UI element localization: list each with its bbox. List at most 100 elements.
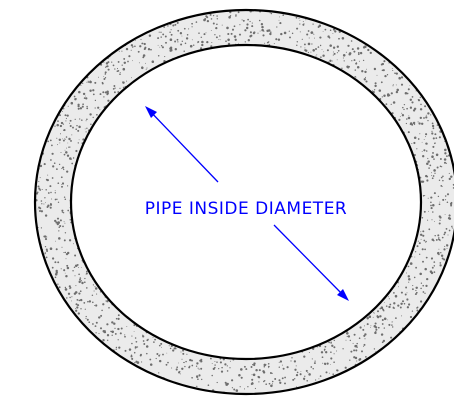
concrete-speckle <box>199 359 202 362</box>
concrete-speckle <box>188 28 190 30</box>
concrete-speckle <box>111 61 113 63</box>
concrete-speckle <box>390 103 392 105</box>
concrete-speckle <box>86 81 88 83</box>
concrete-speckle <box>61 183 63 185</box>
concrete-speckle <box>46 250 49 252</box>
concrete-speckle <box>231 28 235 31</box>
concrete-speckle <box>425 240 427 243</box>
concrete-speckle <box>407 116 411 120</box>
concrete-speckle <box>147 338 149 341</box>
concrete-speckle <box>165 41 167 44</box>
concrete-speckle <box>74 98 77 101</box>
concrete-speckle <box>96 293 98 295</box>
concrete-speckle <box>69 146 71 148</box>
concrete-speckle <box>306 380 308 382</box>
concrete-speckle <box>118 346 121 349</box>
concrete-speckle <box>122 86 125 89</box>
concrete-speckle <box>419 96 421 99</box>
concrete-speckle <box>77 312 80 315</box>
concrete-speckle <box>176 21 179 24</box>
concrete-speckle <box>278 19 280 21</box>
concrete-speckle <box>407 88 410 91</box>
concrete-speckle <box>438 253 440 256</box>
concrete-speckle <box>69 219 72 221</box>
concrete-speckle <box>163 26 166 28</box>
concrete-speckle <box>359 326 362 329</box>
concrete-speckle <box>341 37 345 40</box>
concrete-speckle <box>45 256 48 259</box>
concrete-speckle <box>296 27 299 30</box>
concrete-speckle <box>79 107 83 110</box>
concrete-speckle <box>249 20 251 23</box>
concrete-speckle <box>431 175 433 177</box>
concrete-speckle <box>196 362 199 365</box>
concrete-speckle <box>214 34 216 36</box>
concrete-speckle <box>375 330 377 332</box>
concrete-speckle <box>438 203 441 206</box>
concrete-speckle <box>179 370 181 373</box>
concrete-speckle <box>363 343 366 346</box>
concrete-speckle <box>160 346 162 348</box>
concrete-speckle <box>119 73 121 76</box>
concrete-speckle <box>443 233 446 236</box>
concrete-speckle <box>436 124 439 126</box>
concrete-speckle <box>118 50 120 52</box>
concrete-speckle <box>332 54 334 56</box>
concrete-speckle <box>325 351 328 354</box>
concrete-speckle <box>78 299 81 302</box>
concrete-speckle <box>364 76 367 78</box>
concrete-speckle <box>84 308 86 310</box>
concrete-speckle <box>158 31 160 33</box>
concrete-speckle <box>57 182 60 185</box>
concrete-speckle <box>200 367 203 370</box>
concrete-speckle <box>433 271 436 273</box>
concrete-speckle <box>227 32 230 36</box>
concrete-speckle <box>64 149 66 151</box>
concrete-speckle <box>362 328 365 331</box>
concrete-speckle <box>383 60 386 63</box>
concrete-speckle <box>400 291 403 294</box>
concrete-speckle <box>38 206 41 209</box>
concrete-speckle <box>362 46 364 48</box>
concrete-speckle <box>182 352 185 355</box>
concrete-speckle <box>64 222 66 224</box>
concrete-speckle <box>142 340 145 342</box>
concrete-speckle <box>373 312 375 314</box>
concrete-speckle <box>119 87 121 89</box>
concrete-speckle <box>381 318 384 322</box>
concrete-speckle <box>198 32 200 34</box>
concrete-speckle <box>72 157 75 159</box>
concrete-speckle <box>107 339 109 341</box>
concrete-speckle <box>59 133 62 135</box>
concrete-speckle <box>409 85 411 87</box>
concrete-speckle <box>69 286 72 289</box>
concrete-speckle <box>438 179 441 182</box>
concrete-speckle <box>302 21 304 23</box>
concrete-speckle <box>77 103 80 106</box>
concrete-speckle <box>440 185 443 187</box>
concrete-speckle <box>333 361 335 363</box>
concrete-speckle <box>73 292 77 295</box>
concrete-speckle <box>77 105 80 108</box>
concrete-speckle <box>67 142 69 144</box>
concrete-speckle <box>421 248 424 251</box>
concrete-speckle <box>384 74 387 78</box>
concrete-speckle <box>233 25 236 28</box>
concrete-speckle <box>61 168 63 170</box>
concrete-speckle <box>106 323 109 326</box>
concrete-speckle <box>198 368 200 370</box>
concrete-speckle <box>212 22 215 25</box>
concrete-speckle <box>432 175 435 177</box>
concrete-speckle <box>191 359 193 362</box>
concrete-speckle <box>61 182 65 185</box>
concrete-speckle <box>86 127 88 129</box>
concrete-speckle <box>430 201 432 204</box>
concrete-speckle <box>114 87 116 89</box>
concrete-speckle <box>409 262 413 265</box>
concrete-speckle <box>326 362 329 365</box>
concrete-speckle <box>87 300 89 303</box>
concrete-speckle <box>89 113 92 116</box>
concrete-speckle <box>401 315 403 317</box>
concrete-speckle <box>37 185 40 188</box>
concrete-speckle <box>313 362 316 365</box>
